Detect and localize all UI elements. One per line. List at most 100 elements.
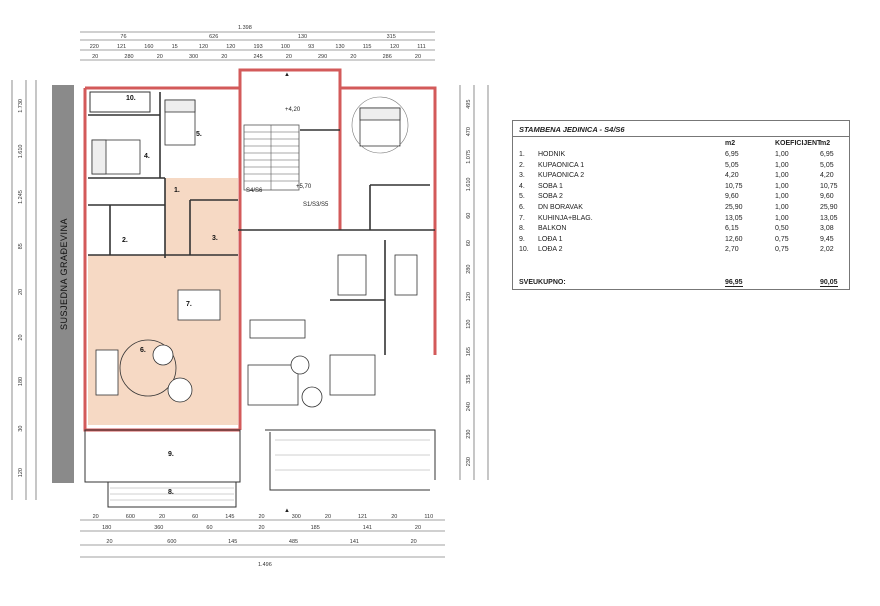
room-label: 8. xyxy=(168,489,174,496)
dim-value: 230 xyxy=(466,457,472,466)
dim-value: 1.730 xyxy=(18,99,24,113)
header-m2-weighted: m2 xyxy=(820,140,831,147)
dim-value: 145 xyxy=(225,514,234,520)
cell-name: LOĐA 2 xyxy=(538,246,563,254)
cell-koef: 0,50 xyxy=(775,225,789,233)
section-marker-top: ▲ xyxy=(284,72,290,78)
cell-idx: 9. xyxy=(519,235,525,243)
furniture xyxy=(91,99,418,408)
cell-idx: 4. xyxy=(519,182,525,190)
dim-value: 20 xyxy=(259,525,265,531)
dim-value: 20 xyxy=(286,54,292,60)
header-m2: m2 xyxy=(725,140,736,147)
cell-m2: 25,90 xyxy=(725,204,743,211)
cell-name: HODNIK xyxy=(538,151,566,158)
dim-value: 120 xyxy=(466,320,472,329)
cell-m2: 13,05 xyxy=(725,214,743,222)
cell-m2: 6,15 xyxy=(725,225,739,233)
cell-idx: 1. xyxy=(519,151,525,158)
cell-m2b: 9,45 xyxy=(820,235,834,243)
loggia-hatching xyxy=(110,439,430,501)
room-label: 9. xyxy=(168,451,174,458)
cell-koef: 0,75 xyxy=(775,235,789,243)
dim-value: 60 xyxy=(206,525,212,531)
dim-value: 240 xyxy=(466,402,472,411)
inner-walls xyxy=(88,92,435,355)
dim-value: 286 xyxy=(383,54,392,60)
dim-value: 85 xyxy=(18,243,24,249)
dim-value: 20 xyxy=(325,514,331,520)
dim-value: 20 xyxy=(92,54,98,60)
cell-m2: 5,05 xyxy=(725,161,739,169)
section-marker-bottom: ▲ xyxy=(284,508,290,514)
dim-value: 495 xyxy=(466,100,472,109)
dim-top-total: 1.398 xyxy=(238,25,252,31)
dim-value: 315 xyxy=(387,34,396,40)
cell-name: KUPAONICA 1 xyxy=(538,161,585,169)
dim-value: 165 xyxy=(466,347,472,356)
room-label: 1. xyxy=(174,187,180,194)
dim-value: 20 xyxy=(350,54,356,60)
dim-value: 180 xyxy=(18,377,24,386)
dim-value: 185 xyxy=(311,525,320,531)
room-label: 5. xyxy=(196,131,202,138)
dim-value: 20 xyxy=(415,54,421,60)
staircase xyxy=(243,124,300,191)
dim-value: 20 xyxy=(93,514,99,520)
cell-m2b: 9,60 xyxy=(820,193,834,201)
dim-value: 120 xyxy=(466,292,472,301)
cell-m2: 12,60 xyxy=(725,235,743,243)
dim-value: 93 xyxy=(308,44,314,50)
level-mark-1: +4,20 xyxy=(285,107,301,113)
dim-value: 20 xyxy=(415,525,421,531)
total-label: SVEUKUPNO: xyxy=(519,279,566,286)
dim-value: 20 xyxy=(18,289,24,295)
dim-value: 15 xyxy=(172,44,178,50)
level-mark-2: +5,70 xyxy=(296,184,312,190)
cell-m2b: 13,05 xyxy=(820,214,838,222)
cell-name: KUPAONICA 2 xyxy=(538,172,585,180)
cell-idx: 6. xyxy=(519,204,525,211)
cell-name: SOBA 1 xyxy=(538,182,563,190)
dim-value: 130 xyxy=(335,44,344,50)
area-table-title-rule xyxy=(513,136,849,137)
dim-value: 60 xyxy=(192,514,198,520)
dim-bottom-total: 1.496 xyxy=(258,562,272,568)
left-dimension-lines xyxy=(11,80,37,500)
dim-value: 360 xyxy=(154,525,163,531)
cell-koef: 0,75 xyxy=(775,246,789,254)
room-label: 10. xyxy=(126,95,136,102)
dim-value: 20 xyxy=(157,54,163,60)
cell-idx: 10. xyxy=(519,246,529,254)
dim-value: 100 xyxy=(281,44,290,50)
cell-m2b: 2,02 xyxy=(820,246,834,254)
dim-value: 145 xyxy=(228,539,237,545)
dim-value: 130 xyxy=(298,34,307,40)
cell-m2: 4,20 xyxy=(725,172,739,180)
cell-m2: 10,75 xyxy=(725,182,743,190)
cell-koef: 1,00 xyxy=(775,214,789,222)
bottom-dimension-lines xyxy=(80,519,445,558)
dim-value: 1.610 xyxy=(466,178,472,192)
dim-value: 20 xyxy=(411,539,417,545)
cell-koef: 1,00 xyxy=(775,161,789,169)
dim-value: 470 xyxy=(466,127,472,136)
dim-value: 76 xyxy=(120,34,126,40)
cell-koef: 1,00 xyxy=(775,204,789,211)
dim-right-values: 4954701.0751.610606028012012016533524023… xyxy=(466,100,472,467)
dim-value: 20 xyxy=(106,539,112,545)
cell-name: KUHINJA+BLAG. xyxy=(538,214,593,222)
dim-value: 485 xyxy=(289,539,298,545)
cell-idx: 3. xyxy=(519,172,525,180)
